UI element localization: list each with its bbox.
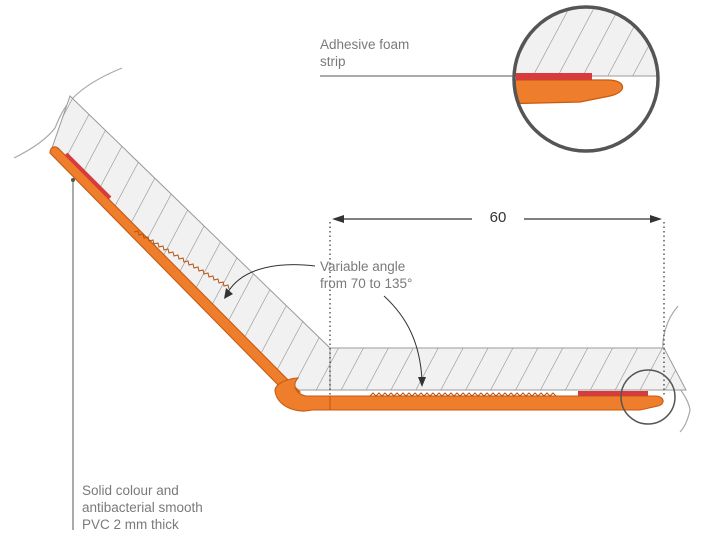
wall-edge-curve bbox=[13, 67, 123, 159]
angle-leader-1 bbox=[227, 264, 316, 293]
angle-leader-2-arrow bbox=[418, 377, 426, 387]
zoom-foam-strip bbox=[516, 73, 592, 80]
zoom-profile bbox=[514, 79, 624, 105]
pvc-description-label: Solid colour and antibacterial smooth PV… bbox=[82, 482, 203, 533]
profile-sloped-leg bbox=[49, 146, 302, 393]
variable-angle-label-line1: Variable angle bbox=[320, 259, 406, 274]
floor-panel bbox=[329, 347, 687, 391]
zoom-detail bbox=[512, 5, 660, 153]
foam-strip-floor bbox=[578, 391, 648, 396]
profile-hinge bbox=[274, 377, 331, 412]
angle-leader-2 bbox=[383, 295, 423, 381]
dim-arrow-right bbox=[650, 215, 662, 223]
pvc-label-line3: PVC 2 mm thick bbox=[82, 517, 179, 532]
floor-leg-teeth bbox=[369, 392, 557, 397]
adhesive-foam-label-line2: strip bbox=[320, 54, 346, 69]
angle-leader-1-arrow bbox=[224, 288, 233, 299]
pvc-label-line2: antibacterial smooth bbox=[82, 500, 203, 515]
wall-panel bbox=[51, 95, 331, 391]
sloped-leg-teeth bbox=[133, 230, 230, 290]
pvc-label-line1: Solid colour and bbox=[82, 483, 179, 498]
detail-marker-circle bbox=[620, 369, 676, 425]
adhesive-foam-label: Adhesive foam strip bbox=[320, 36, 409, 70]
variable-angle-label: Variable angle from 70 to 135° bbox=[320, 258, 412, 292]
adhesive-foam-label-line1: Adhesive foam bbox=[320, 37, 410, 52]
variable-angle-label-line2: from 70 to 135° bbox=[320, 276, 413, 291]
pvc-leader-dot bbox=[71, 178, 75, 182]
dimension-value: 60 bbox=[480, 208, 516, 228]
dim-arrow-left bbox=[332, 215, 344, 223]
profile-floor-leg bbox=[329, 395, 664, 411]
foam-strip-wall bbox=[64, 152, 112, 200]
